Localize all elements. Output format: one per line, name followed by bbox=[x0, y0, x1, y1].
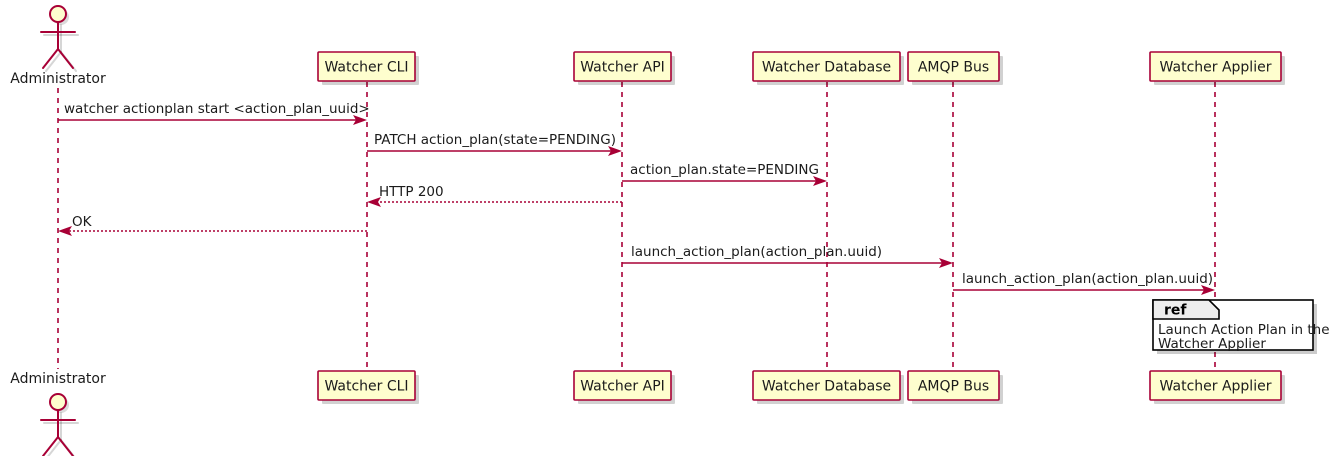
participant-watcher-cli-bottom[interactable]: Watcher CLI bbox=[317, 370, 419, 404]
message-label: OK bbox=[72, 214, 93, 230]
participant-headers-top: Watcher CLI Watcher API Watcher Database… bbox=[317, 51, 1285, 85]
message-launch-action-plan-to-applier[interactable]: launch_action_plan(action_plan.uuid) bbox=[953, 271, 1215, 295]
participant-watcher-database-top[interactable]: Watcher Database bbox=[752, 51, 904, 85]
participant-label: Watcher Database bbox=[762, 379, 891, 395]
message-arrow-head bbox=[367, 197, 381, 207]
message-ok[interactable]: OK bbox=[58, 214, 367, 236]
participant-headers-bottom: Watcher CLI Watcher API Watcher Database… bbox=[317, 370, 1285, 404]
actor-left-leg-icon bbox=[42, 436, 59, 456]
participant-label: Watcher API bbox=[580, 379, 665, 395]
message-arrow-head bbox=[1201, 285, 1215, 295]
participant-label: AMQP Bus bbox=[918, 379, 989, 395]
participant-amqp-bus-bottom[interactable]: AMQP Bus bbox=[907, 370, 1003, 404]
ref-body-line-2: Watcher Applier bbox=[1158, 336, 1266, 352]
participant-watcher-database-bottom[interactable]: Watcher Database bbox=[752, 370, 904, 404]
message-arrow-head bbox=[608, 146, 622, 156]
participant-watcher-cli-top[interactable]: Watcher CLI bbox=[317, 51, 419, 85]
ref-fragment[interactable]: ref Launch Action Plan in the Watcher Ap… bbox=[1152, 299, 1330, 354]
participant-label: Watcher Database bbox=[762, 60, 891, 76]
actor-label: Administrator bbox=[10, 71, 106, 87]
participant-watcher-api-top[interactable]: Watcher API bbox=[573, 51, 675, 85]
message-label: watcher actionplan start <action_plan_uu… bbox=[64, 101, 370, 117]
participant-label: Watcher API bbox=[580, 60, 665, 76]
participant-amqp-bus-top[interactable]: AMQP Bus bbox=[907, 51, 1003, 85]
actor-label: Administrator bbox=[10, 371, 106, 387]
lifelines bbox=[57, 82, 1216, 371]
message-label: action_plan.state=PENDING bbox=[630, 162, 819, 178]
participant-label: AMQP Bus bbox=[918, 60, 989, 76]
message-label: PATCH action_plan(state=PENDING) bbox=[374, 132, 616, 148]
actor-head-icon bbox=[49, 5, 67, 23]
message-arrow-head bbox=[939, 258, 953, 268]
messages: watcher actionplan start <action_plan_uu… bbox=[58, 101, 1215, 295]
message-label: launch_action_plan(action_plan.uuid) bbox=[962, 271, 1213, 287]
actor-right-leg-icon bbox=[57, 436, 74, 456]
participant-label: Watcher Applier bbox=[1160, 60, 1272, 76]
participant-watcher-api-bottom[interactable]: Watcher API bbox=[573, 370, 675, 404]
actor-left-leg-icon bbox=[42, 48, 59, 69]
actor-head-icon bbox=[49, 393, 67, 411]
ref-tab-label: ref bbox=[1164, 303, 1187, 319]
participant-label: Watcher CLI bbox=[324, 379, 408, 395]
message-label: launch_action_plan(action_plan.uuid) bbox=[631, 244, 882, 260]
actor-right-leg-icon bbox=[57, 48, 74, 69]
actor-administrator-bottom[interactable]: Administrator bbox=[10, 371, 106, 456]
message-http-200[interactable]: HTTP 200 bbox=[367, 184, 622, 207]
message-arrow-head bbox=[353, 115, 367, 125]
participant-watcher-applier-top[interactable]: Watcher Applier bbox=[1149, 51, 1285, 85]
participant-label: Watcher CLI bbox=[324, 60, 408, 76]
participant-label: Watcher Applier bbox=[1160, 379, 1272, 395]
message-action-plan-state-pending[interactable]: action_plan.state=PENDING bbox=[622, 162, 827, 186]
message-watcher-actionplan-start[interactable]: watcher actionplan start <action_plan_uu… bbox=[58, 101, 370, 125]
message-patch-action-plan[interactable]: PATCH action_plan(state=PENDING) bbox=[367, 132, 622, 156]
message-arrow-head bbox=[813, 176, 827, 186]
actor-administrator-top[interactable]: Administrator bbox=[10, 5, 106, 87]
message-label: HTTP 200 bbox=[379, 184, 444, 200]
ref-body-line-1: Launch Action Plan in the bbox=[1158, 322, 1330, 338]
message-launch-action-plan-to-bus[interactable]: launch_action_plan(action_plan.uuid) bbox=[622, 244, 953, 268]
message-arrow-head bbox=[58, 226, 72, 236]
participant-watcher-applier-bottom[interactable]: Watcher Applier bbox=[1149, 370, 1285, 404]
